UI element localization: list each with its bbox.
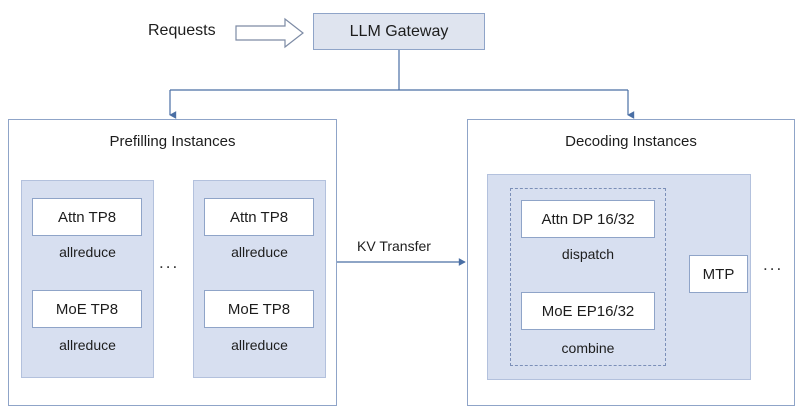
decoding-dispatch-combine-region	[510, 188, 666, 366]
prefill-1-moe-comm-label: allreduce	[59, 337, 116, 353]
gateway-fanout-connector	[169, 50, 635, 119]
prefill-1-moe-node[interactable]: MoE TP8	[32, 290, 142, 328]
decoding-moe-node[interactable]: MoE EP16/32	[521, 292, 655, 330]
prefilling-instances-title: Prefilling Instances	[109, 133, 236, 150]
prefill-2-attn-comm-label: allreduce	[231, 244, 288, 260]
decoding-instances-ellipsis: ...	[763, 255, 784, 274]
kv-transfer-label: KV Transfer	[354, 238, 434, 254]
prefill-2-attn-node[interactable]: Attn TP8	[204, 198, 314, 236]
decoding-attn-node[interactable]: Attn DP 16/32	[521, 200, 655, 238]
prefill-1-attn-node[interactable]: Attn TP8	[32, 198, 142, 236]
prefill-2-moe-comm-label: allreduce	[231, 337, 288, 353]
llm-gateway-box[interactable]: LLM Gateway	[313, 13, 485, 50]
requests-block-arrow-icon	[235, 17, 304, 49]
prefill-2-moe-node[interactable]: MoE TP8	[204, 290, 314, 328]
prefill-1-attn-comm-label: allreduce	[59, 244, 116, 260]
decoding-instances-title: Decoding Instances	[565, 133, 697, 150]
mtp-node[interactable]: MTP	[689, 255, 748, 293]
requests-label: Requests	[148, 22, 216, 39]
decoding-dispatch-label: dispatch	[561, 246, 615, 262]
decoding-combine-label: combine	[561, 340, 615, 356]
prefill-instances-ellipsis: ...	[159, 253, 180, 272]
